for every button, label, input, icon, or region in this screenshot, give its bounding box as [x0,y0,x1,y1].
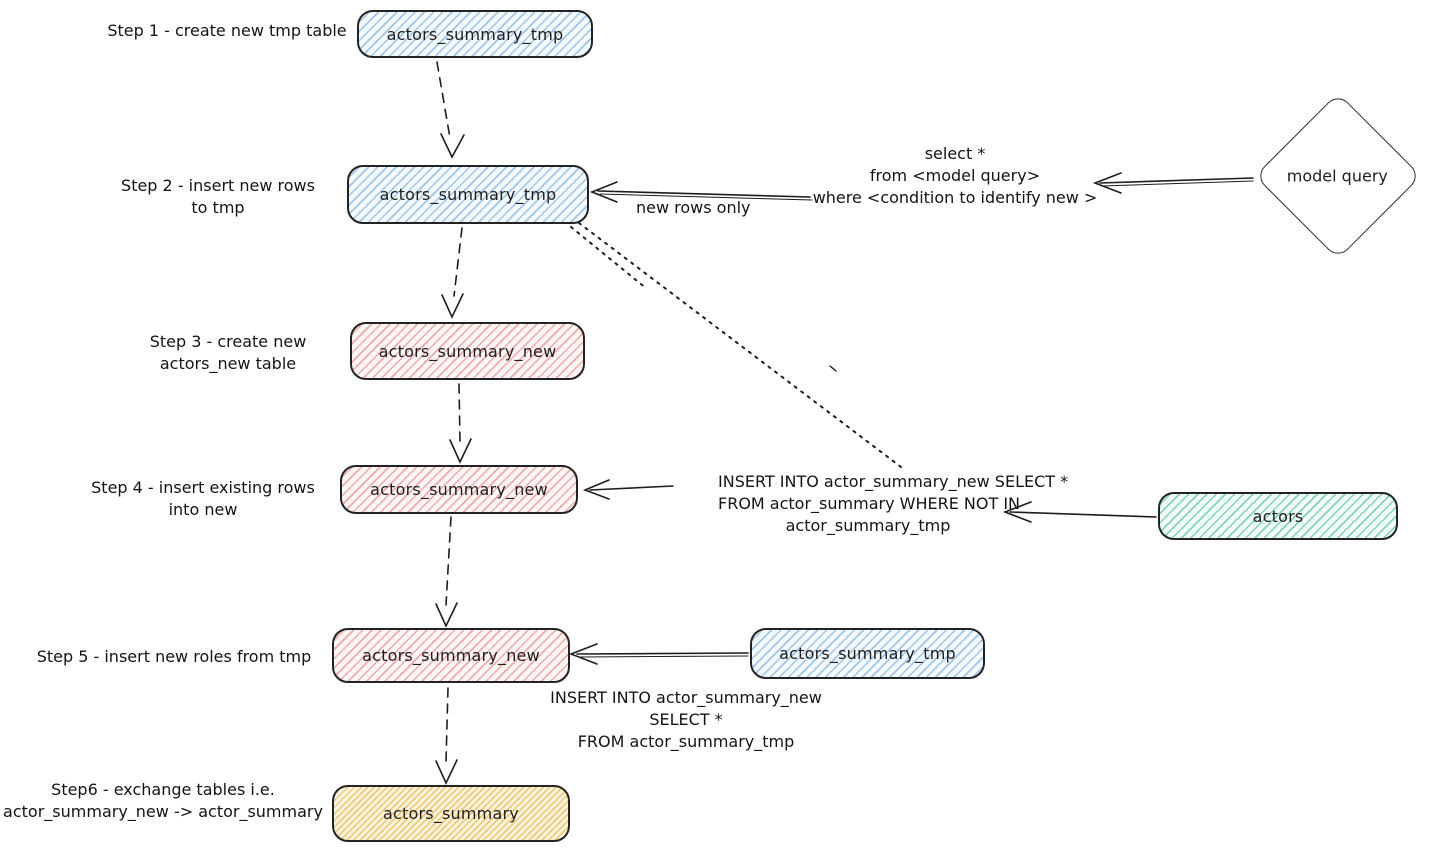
step4-label: Step 4 - insert existing rows into new [85,477,321,521]
node-step5-label: actors_summary_new [362,646,540,665]
node-step2-label: actors_summary_tmp [379,185,557,204]
arrow-actors-to-insert-existing [1002,501,1157,523]
model-query-sql-line2: from <model query> [869,166,1041,185]
new-rows-only-text: new rows only [636,198,751,217]
insert-from-tmp-sql-line1: INSERT INTO actor_summary_new [550,688,822,707]
arrow-step2-to-step3 [441,227,464,319]
node-step4-actors-summary-new[interactable]: actors_summary_new [340,465,578,514]
arrow-step1-to-step2 [436,61,465,159]
step6-label: Step6 - exchange tables i.e. actor_summa… [2,779,324,823]
insert-existing-sql-line1: INSERT INTO actor_summary_new SELECT * [718,472,1069,491]
arrow-step5-to-step6 [435,687,458,785]
insert-existing-sql-line3: actor_summary_tmp [785,516,951,535]
node-step6-label: actors_summary [383,804,519,823]
node-model-query-diamond[interactable]: model query [1254,92,1422,260]
step5-label: Step 5 - insert new roles from tmp [30,646,318,668]
step4-label-line2: into new [168,500,238,519]
arrow-insert-existing-into-step4 [582,479,674,500]
node-actors-summary-tmp-source[interactable]: actors_summary_tmp [750,628,985,679]
dotted-link-step2-to-insert-existing [570,222,902,468]
arrow-step4-to-step5 [435,516,458,628]
node-step3-actors-summary-new[interactable]: actors_summary_new [350,322,585,380]
step6-label-line2: actor_summary_new -> actor_summary [3,802,323,821]
node-actors[interactable]: actors [1158,492,1398,540]
node-step4-label: actors_summary_new [370,480,548,499]
node-model-query-label: model query [1287,166,1389,186]
node-step5-actors-summary-new[interactable]: actors_summary_new [332,628,570,683]
insert-existing-sql-annotation: INSERT INTO actor_summary_new SELECT * F… [718,471,1069,537]
node-step1-actors-summary-tmp[interactable]: actors_summary_tmp [357,10,593,58]
arrow-step3-to-step4 [449,383,472,464]
node-step1-label: actors_summary_tmp [386,24,564,44]
step2-label: Step 2 - insert new rows to tmp [108,175,328,219]
node-actors-label: actors [1252,506,1304,526]
step3-label-line1: Step 3 - create new [149,332,307,351]
model-query-sql-annotation: select * from <model query> where <condi… [805,143,1105,209]
model-query-sql-line3: where <condition to identify new > [812,188,1098,207]
node-tmp-source-label: actors_summary_tmp [779,644,956,663]
arrow-model-query-to-sql [1092,172,1254,194]
step1-label-line1: Step 1 - create new tmp table [107,21,347,40]
model-query-sql-line1: select * [924,144,986,163]
arrow-tmp-source-into-step5 [568,643,749,665]
step2-label-line2: to tmp [191,198,245,217]
step4-label-line1: Step 4 - insert existing rows [91,478,315,497]
step3-label-line2: actors_new table [159,354,297,373]
insert-from-tmp-sql-line2: SELECT * [649,710,723,729]
step1-label: Step 1 - create new tmp table [87,20,367,42]
insert-from-tmp-sql-annotation: INSERT INTO actor_summary_new SELECT * F… [536,687,836,753]
step3-label: Step 3 - create new actors_new table [118,331,338,375]
new-rows-only-annotation: new rows only [636,197,751,219]
node-step3-label: actors_summary_new [378,341,557,361]
node-step2-actors-summary-tmp[interactable]: actors_summary_tmp [347,165,589,224]
stray-tick-mark [829,365,837,372]
insert-from-tmp-sql-line3: FROM actor_summary_tmp [577,732,795,751]
insert-existing-sql-line2: FROM actor_summary WHERE NOT IN [718,494,1021,513]
node-step6-actors-summary[interactable]: actors_summary [332,785,570,842]
step6-label-line1: Step6 - exchange tables i.e. [51,780,275,799]
step2-label-line1: Step 2 - insert new rows [121,176,315,195]
step5-label-line1: Step 5 - insert new roles from tmp [36,647,312,666]
